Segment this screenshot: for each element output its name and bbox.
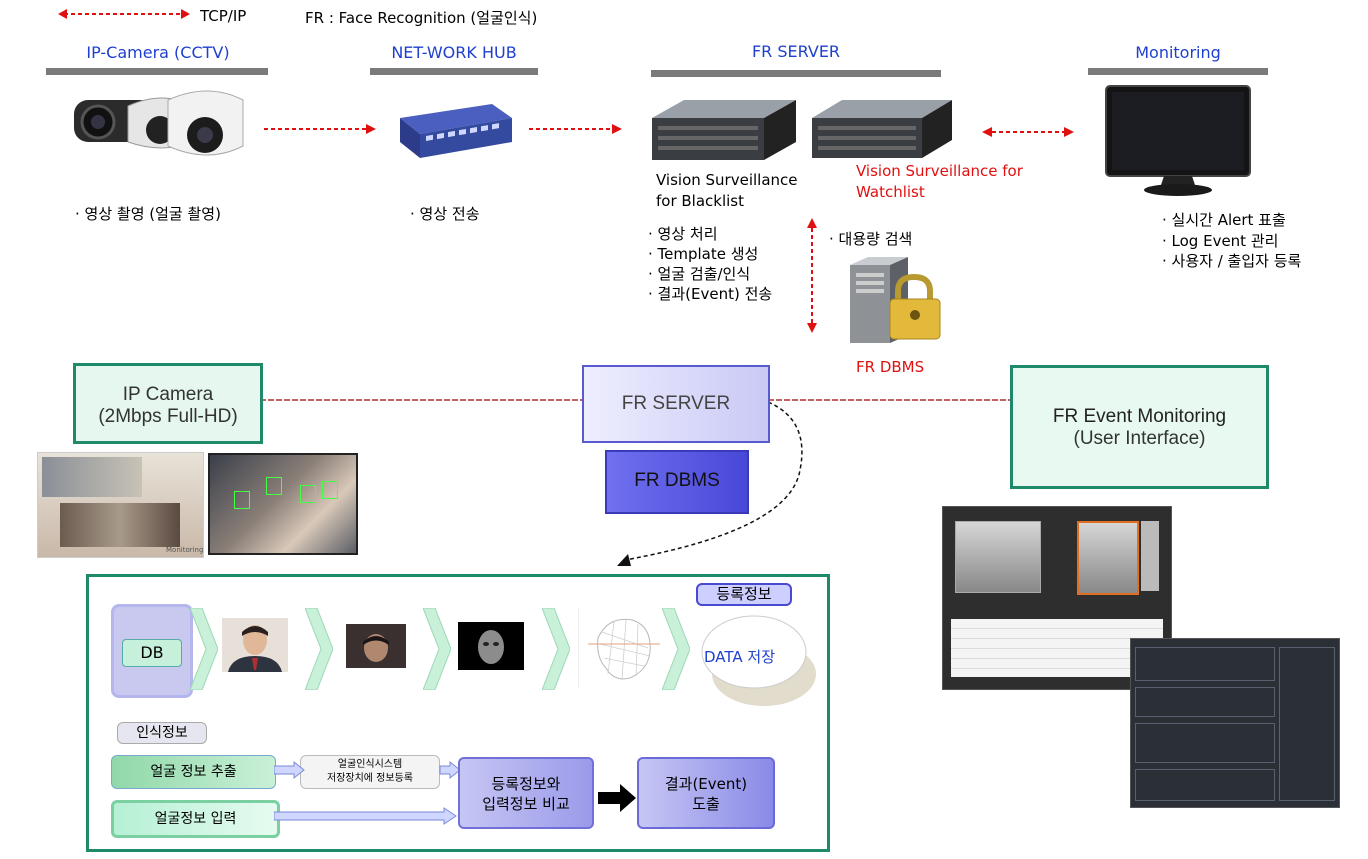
ip-camera-box: IP Camera (2Mbps Full-HD): [73, 363, 263, 444]
monitoring-title: Monitoring: [1135, 43, 1221, 62]
monitor-bullet-1: · 실시간 Alert 표출: [1162, 211, 1286, 229]
legend-tcp-label: TCP/IP: [200, 7, 247, 25]
chevron-arrow-3: [423, 608, 451, 690]
recognition-info-label: 인식정보: [117, 722, 207, 744]
chevron-arrow-5: [662, 608, 690, 690]
event-table: [951, 619, 1163, 677]
hub-bullet-1: · 영상 전송: [410, 205, 480, 223]
face-box-3: [300, 485, 316, 503]
camera-title-bar: [46, 68, 268, 75]
thumb-list: [1141, 521, 1159, 591]
server-title-bar: [651, 70, 941, 77]
middle-connection-lines: [260, 399, 1010, 566]
monitor-bullet-3: · 사용자 / 출입자 등록: [1162, 252, 1302, 270]
settings-side-panel: [1279, 647, 1335, 801]
cropped-face-photo: [346, 624, 406, 668]
network-hub-icon: [400, 104, 512, 158]
blacklist-caption-1: Vision Surveillance: [656, 171, 798, 189]
result-box: 결과(Event) 도출: [637, 757, 775, 829]
surveillance-monitoring-caption: Monitoring: [166, 546, 204, 554]
fr-dbms-box-label: FR DBMS: [634, 470, 720, 491]
legend-fr-label: FR : Face Recognition (얼굴인식): [305, 9, 538, 27]
data-store-icon: [701, 615, 816, 706]
blacklist-server-icon: [652, 100, 796, 160]
registered-photo-panel: [1077, 521, 1139, 595]
surveillance-inset: [42, 457, 142, 497]
ip-camera-box-line1: IP Camera: [122, 384, 214, 405]
compare-box: 등록정보와 입력정보 비교: [458, 757, 594, 829]
legend-tcp-arrow: [58, 9, 190, 19]
watchlist-caption-2: Watchlist: [856, 183, 925, 201]
registered-face-photo: [222, 618, 288, 672]
fr-server-box: FR SERVER: [582, 365, 770, 443]
process-arrows: [274, 760, 636, 825]
camera-title: IP-Camera (CCTV): [86, 43, 230, 62]
compare-line2: 입력정보 비교: [482, 795, 570, 813]
fr-event-monitoring-box: FR Event Monitoring (User Interface): [1010, 365, 1269, 489]
db-search-bullet: · 대용량 검색: [829, 230, 913, 248]
chevron-arrow-2: [305, 608, 333, 690]
server-title: FR SERVER: [751, 42, 841, 61]
hub-title: NET-WORK HUB: [391, 43, 517, 62]
settings-panel-1: [1135, 647, 1275, 681]
face-box-4: [322, 481, 338, 499]
blacklist-caption-2: for Blacklist: [656, 192, 745, 210]
face-extract-box: 얼굴 정보 추출: [111, 755, 276, 789]
monitoring-title-bar: [1088, 68, 1268, 75]
settings-panel-3: [1135, 723, 1275, 763]
live-photo-panel: [955, 521, 1041, 593]
dbms-lock-server-icon: [850, 257, 941, 343]
hub-to-server-arrow: [529, 124, 622, 134]
monitor-bullet-2: · Log Event 관리: [1162, 232, 1279, 250]
camera-bullet-1: · 영상 촬영 (얼굴 촬영): [75, 205, 221, 223]
monitoring-ui-screenshot-2: [1130, 638, 1340, 808]
fr-dbms-box: FR DBMS: [605, 450, 749, 514]
server-monitor-arrow: [982, 127, 1074, 137]
server-bullet-4: · 결과(Event) 전송: [648, 285, 773, 303]
db-inner: DB: [122, 639, 182, 667]
server-bullet-1: · 영상 처리: [648, 225, 718, 243]
normalized-face-photo: [458, 622, 524, 670]
face-detection-photo: [208, 453, 358, 555]
event-monitoring-line1: FR Event Monitoring: [1052, 406, 1227, 427]
hub-title-bar: [370, 68, 538, 75]
result-line1: 결과(Event): [664, 775, 748, 793]
surveillance-photo: Monitoring: [37, 452, 204, 558]
face-input-box: 얼굴정보 입력: [111, 800, 280, 838]
server-bullet-2: · Template 생성: [648, 245, 759, 263]
3d-face-model: [578, 608, 660, 688]
dbms-label: FR DBMS: [856, 358, 925, 376]
camera-to-hub-arrow: [264, 124, 376, 134]
data-store-label: DATA 저장: [704, 648, 776, 666]
db-block: DB: [111, 604, 193, 698]
settings-panel-4: [1135, 769, 1275, 801]
chevron-arrow-4: [542, 608, 570, 690]
watchlist-server-icon: [812, 100, 952, 158]
watchlist-caption-1: Vision Surveillance for: [856, 162, 1023, 180]
monitor-icon: [1105, 85, 1251, 196]
server-bullet-3: · 얼굴 검출/인식: [648, 265, 751, 283]
store-note-line1: 얼굴인식시스템: [337, 759, 403, 770]
surveillance-crowd: [60, 503, 180, 547]
fr-server-box-label: FR SERVER: [621, 393, 731, 414]
face-box-1: [234, 491, 250, 509]
result-line2: 도출: [692, 795, 720, 813]
store-note-line2: 저장장치에 정보등록: [327, 773, 413, 784]
cctv-camera-icon: [74, 90, 244, 156]
registered-info-label: 등록정보: [696, 583, 792, 606]
face-box-2: [266, 477, 282, 495]
store-note-box: 얼굴인식시스템 저장장치에 정보등록: [300, 755, 440, 789]
compare-line1: 등록정보와: [491, 775, 561, 793]
server-db-vertical-arrow: [807, 218, 817, 333]
ip-camera-box-line2: (2Mbps Full-HD): [98, 406, 238, 427]
settings-panel-2: [1135, 687, 1275, 717]
event-monitoring-line2: (User Interface): [1073, 428, 1206, 449]
chevron-arrow-1: [190, 608, 218, 690]
